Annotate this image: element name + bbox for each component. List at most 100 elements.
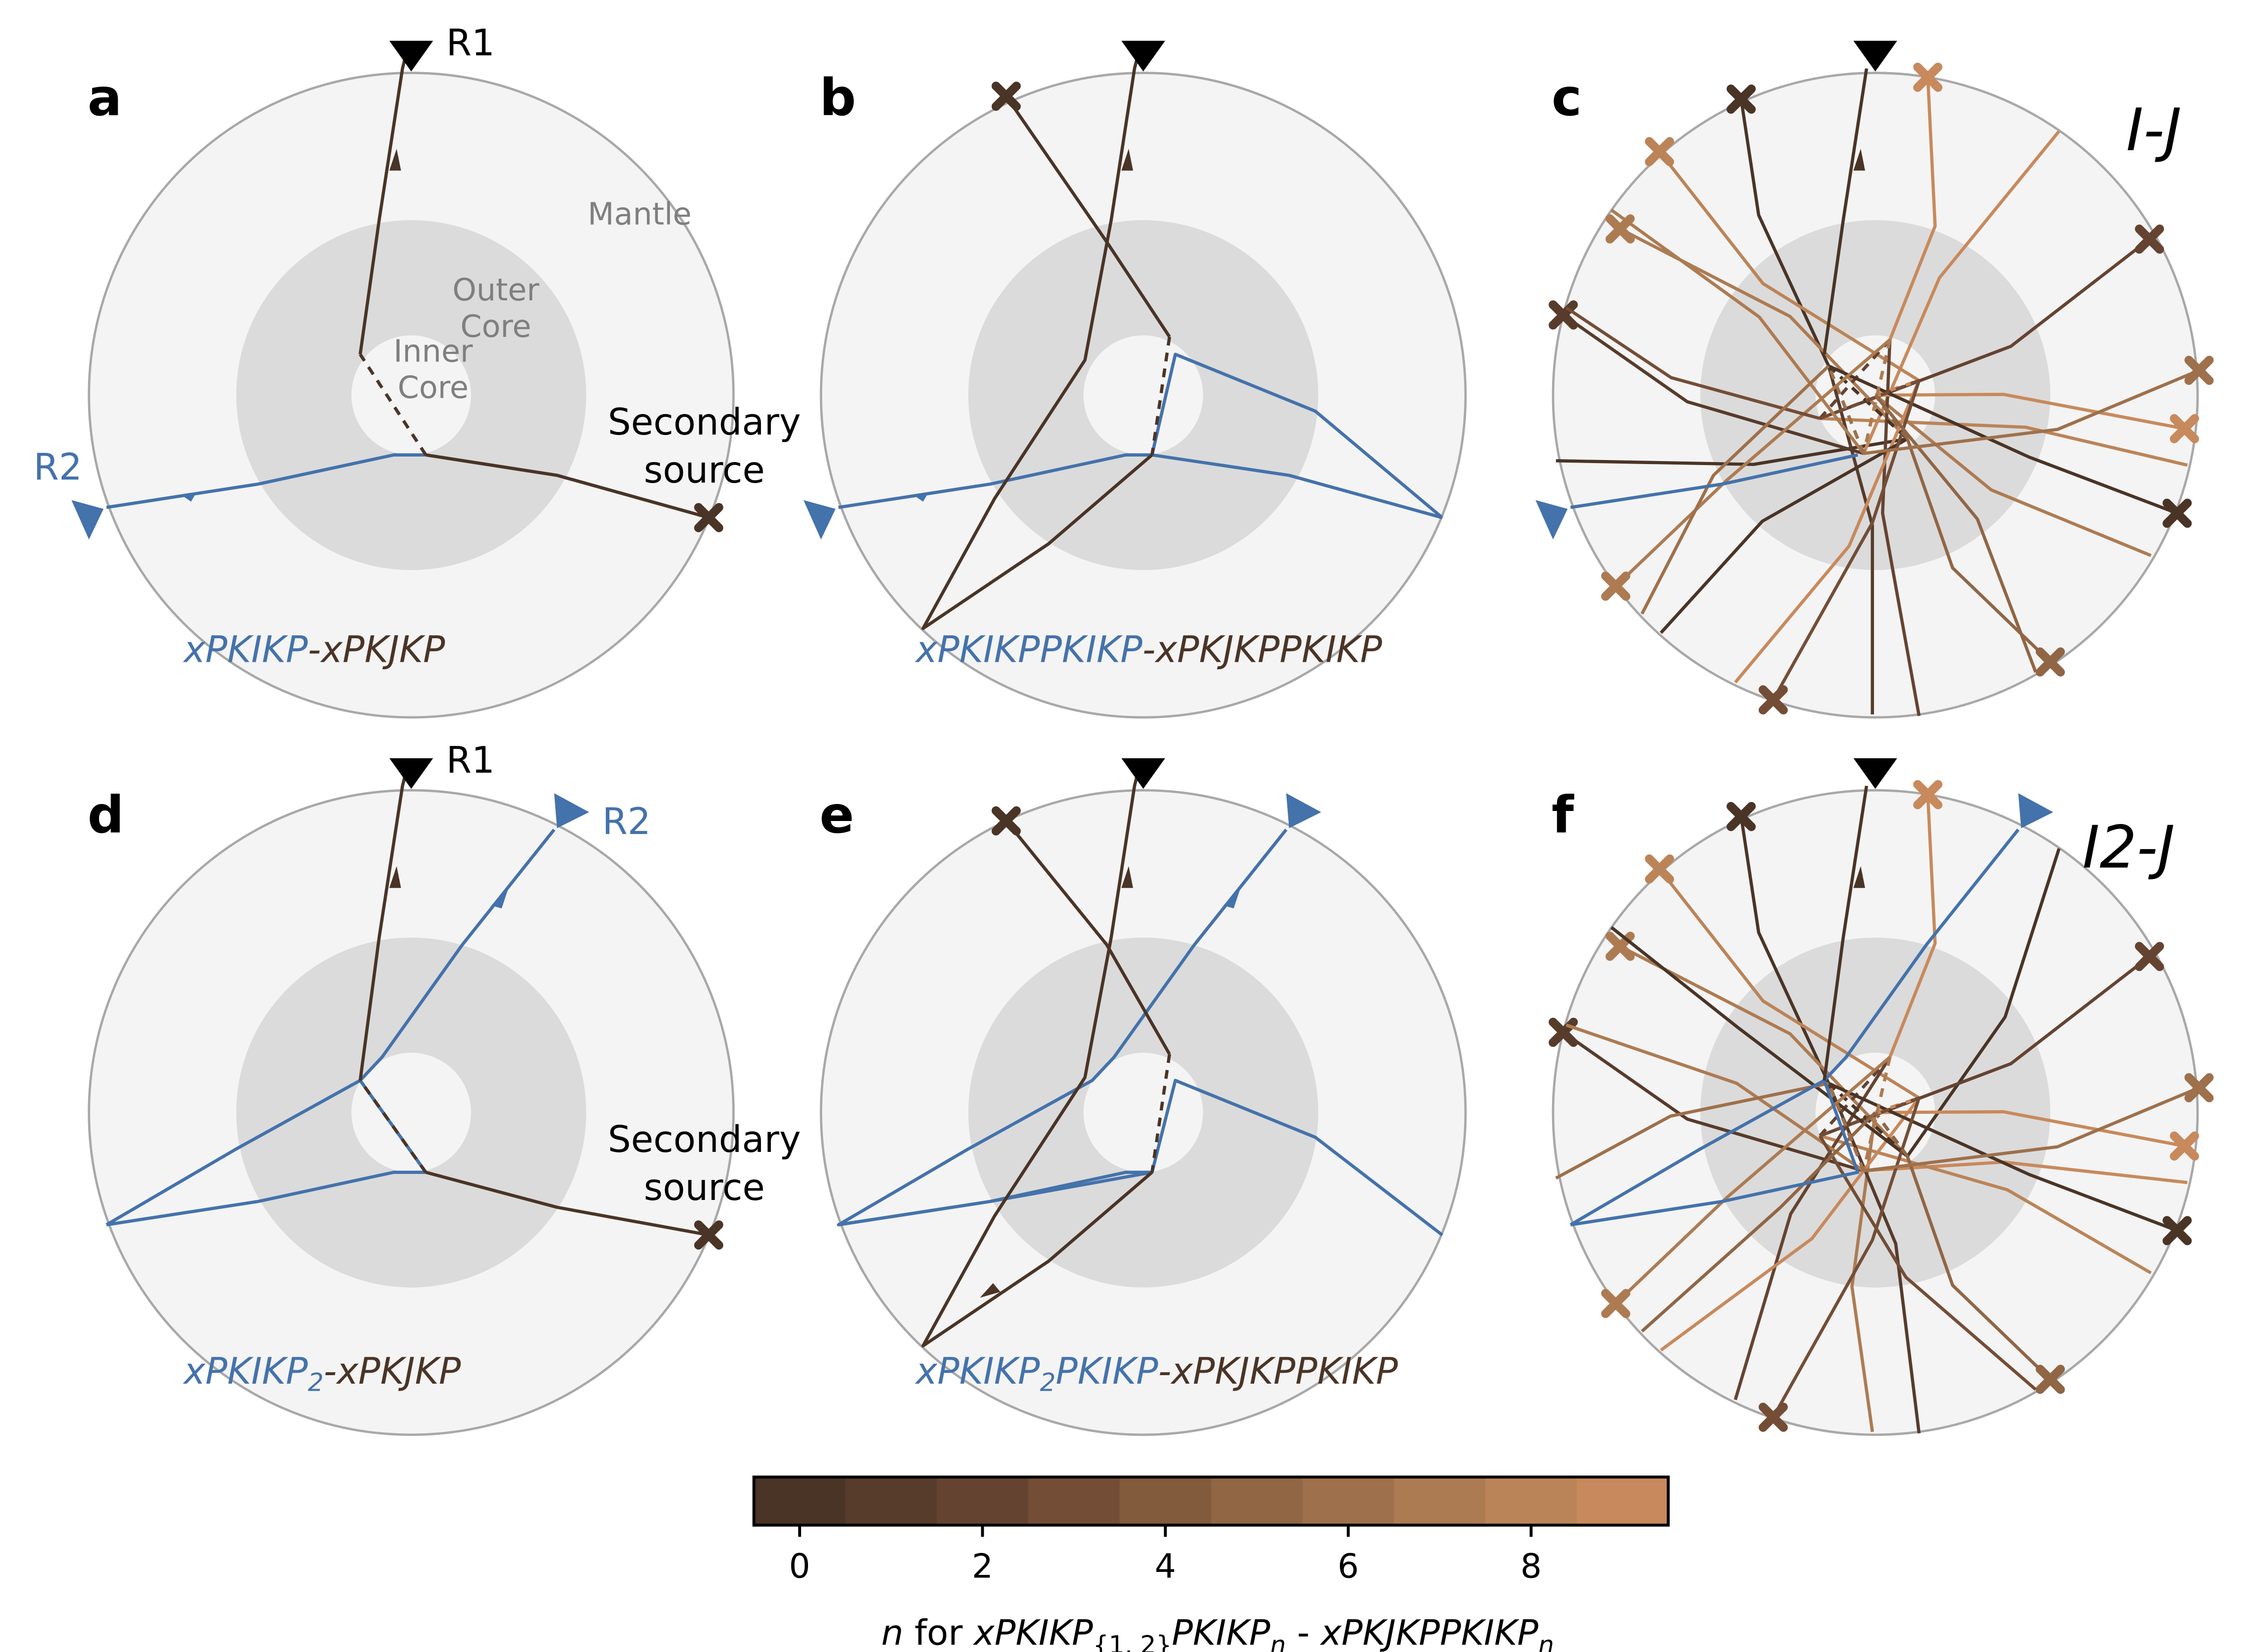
ray-fan — [1553, 67, 2209, 716]
colorbar-tick-label: 6 — [1338, 1546, 1359, 1585]
secondary-source-label: Secondary — [608, 401, 801, 444]
ray-arrow — [491, 886, 509, 909]
mantle-label: Mantle — [588, 197, 692, 232]
ray-blue — [1570, 453, 1858, 509]
ray-fan-line — [1888, 794, 1937, 1058]
receiver-r1-marker — [1853, 41, 1898, 72]
colorbar-tick-label: 4 — [1155, 1546, 1176, 1585]
phase-label-dark: -xPKJKPPKIKP — [1143, 628, 1382, 671]
ray-fan-line — [1828, 1082, 2178, 1232]
receiver-r2-marker — [1535, 500, 1568, 540]
ray-arrow — [1121, 149, 1134, 171]
ray-fan-line — [1874, 393, 2152, 557]
ray-fan-line — [1641, 1111, 1876, 1333]
ray-fan-line — [1771, 1097, 1921, 1418]
secondary-source-label: source — [644, 1166, 765, 1209]
ray-arrow — [1853, 149, 1865, 171]
colorbar-cell — [937, 1477, 1029, 1525]
ray-fan-line — [1828, 364, 2178, 515]
receiver-r2-marker — [803, 500, 836, 540]
ray-blue — [837, 829, 1443, 1236]
colorbar-frame — [752, 1475, 1670, 1527]
ray-blue — [838, 1170, 1152, 1226]
receiver-r1-label: R1 — [446, 22, 495, 65]
receiver-r2-marker — [1286, 793, 1321, 829]
panel-title: I2-J — [2082, 814, 2175, 882]
ray-fan-line — [1555, 1081, 1829, 1180]
colorbar-label-sub: {1, 2} — [1093, 1630, 1172, 1652]
ray-fan-line — [1566, 1023, 1865, 1172]
colorbar-label-for: for — [903, 1612, 974, 1652]
ray-dark-inner-core — [358, 353, 428, 456]
colorbar-tick-label: 2 — [972, 1546, 993, 1585]
phase-label-blue: xPKIKP — [183, 628, 308, 671]
panel-title: I-J — [2126, 97, 2182, 164]
outer-core-label: Outer — [452, 272, 540, 308]
receiver-r1-label: R1 — [446, 739, 495, 782]
receiver-r1-marker — [389, 41, 434, 72]
receiver-r2-label: R2 — [602, 800, 651, 843]
panel-d: R2 R1 Secondary source d xPKIKP2-xPKJKP — [88, 739, 801, 1436]
ray-arrow — [980, 1283, 1001, 1298]
panel-b: b xPKIKPPKIKP-xPKJKPPKIKP — [803, 41, 1467, 719]
phase-label: xPKIKP-xPKJKP — [183, 628, 445, 671]
ray-fan — [1553, 784, 2209, 1434]
ray-fan-inner-core — [1827, 364, 1909, 441]
inner-core-disk — [1083, 335, 1203, 455]
receiver-r1-marker — [1121, 41, 1166, 72]
phase-label-blue: xPKIKP — [915, 1350, 1040, 1393]
phase-label-dark: -xPKJKP — [308, 628, 445, 671]
inner-core-label: Inner — [394, 333, 473, 369]
phase-label: xPKIKP2PKIKP-xPKJKPPKIKP — [915, 1350, 1398, 1397]
colorbar-label-blue-tail: PKIKP — [1172, 1612, 1270, 1652]
phase-label-dark: -xPKJKPPKIKP — [1158, 1350, 1398, 1393]
colorbar-cell — [754, 1477, 847, 1525]
inner-core-disk — [351, 1052, 471, 1172]
ray-dark — [921, 45, 1154, 630]
receiver-r1-marker — [389, 758, 434, 789]
ray-fan-line — [1739, 99, 1830, 367]
ray-fan-line — [1818, 1135, 2037, 1391]
ray-blue — [1570, 1079, 1859, 1226]
inner-core-label: Core — [398, 370, 469, 405]
secondary-source-label: source — [644, 449, 765, 492]
ray-dark — [1822, 68, 1868, 355]
colorbar-cell — [1119, 1477, 1212, 1525]
panel-c: c I-J — [1535, 41, 2209, 719]
ray-arrow — [389, 149, 401, 171]
panel-letter: d — [88, 785, 124, 845]
ray-fan-line — [1888, 77, 1937, 340]
colorbar-label-dash: - — [1286, 1612, 1321, 1652]
ray-dark-inner-core — [1150, 1054, 1172, 1173]
colorbar-tick-label: 0 — [789, 1546, 811, 1585]
ray-dark — [425, 1170, 709, 1237]
phase-label-blue-tail: PKIKP — [1055, 1350, 1158, 1393]
ray-fan-line — [1562, 1031, 1864, 1172]
ray-fan-line — [1640, 364, 1830, 615]
receiver-r1-marker — [1121, 758, 1166, 789]
colorbar-cell — [1485, 1477, 1578, 1525]
ray-fan-line — [1874, 394, 2038, 673]
colorbar-cell — [1394, 1477, 1486, 1525]
ray-fan-line — [1556, 437, 1908, 466]
ray-blue — [359, 829, 556, 1082]
ray-fan-line — [1906, 438, 2052, 663]
panel-e: e xPKIKP2PKIKP-xPKJKPPKIKP — [820, 758, 1467, 1436]
phase-label-dark: -xPKJKP — [323, 1350, 461, 1393]
ray-fan-line — [1658, 150, 1920, 382]
panel-letter: f — [1552, 785, 1575, 845]
ray-blue — [1823, 829, 2020, 1082]
colorbar-cell — [845, 1477, 938, 1525]
panel-f: f I2-J — [1552, 758, 2209, 1436]
ray-arrow — [389, 866, 401, 888]
phase-label-subscript: 2 — [308, 1368, 324, 1397]
panel-letter: b — [820, 68, 856, 128]
ray-arrow — [1121, 866, 1134, 888]
outer-core-label: Core — [461, 309, 532, 344]
colorbar-cell — [1302, 1477, 1395, 1525]
ray-fan-line — [1619, 945, 1909, 1157]
ray-dark — [1822, 785, 1868, 1081]
phase-label-subscript: 2 — [1040, 1368, 1056, 1397]
receiver-r2-marker — [554, 793, 589, 829]
